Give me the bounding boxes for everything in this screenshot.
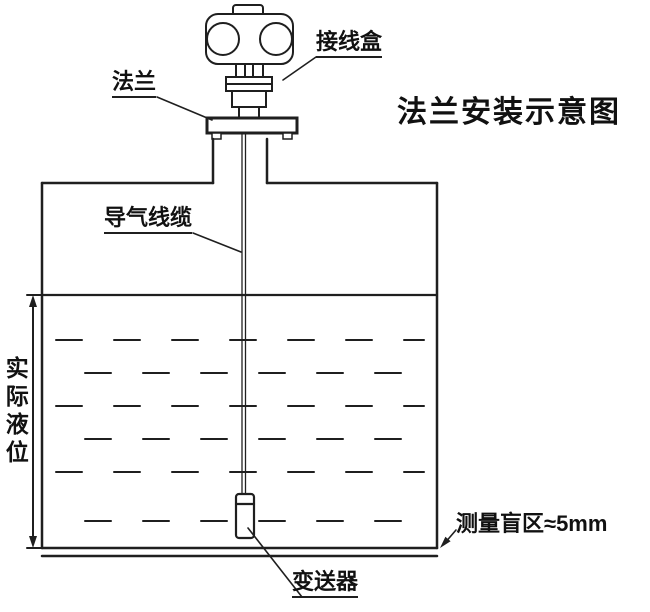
flange-bolt-right xyxy=(282,132,293,140)
air-guide-cable xyxy=(241,133,247,495)
dimension-arrow-up xyxy=(29,295,37,307)
flange-plate xyxy=(205,116,299,140)
diagram-title: 法兰安装示意图 xyxy=(397,96,621,129)
junction-box-label: 接线盒 xyxy=(316,29,383,59)
blind-zone-label: 测量盲区≈5mm xyxy=(456,511,608,536)
tank-nozzle xyxy=(211,137,269,185)
head-stem xyxy=(238,106,260,119)
head-right-cap xyxy=(259,22,293,56)
air-cable-label: 导气线缆 xyxy=(104,205,193,235)
flange-bolt-left xyxy=(211,132,222,140)
level-dimension xyxy=(26,294,43,549)
transmitter-leader xyxy=(247,527,303,598)
blind-zone-arrowhead xyxy=(440,536,451,548)
liquid-dashes xyxy=(55,339,425,522)
transmitter-label: 变送器 xyxy=(292,569,359,599)
cable-leader xyxy=(192,232,242,253)
head-adapter xyxy=(231,90,267,108)
junction-box-leader xyxy=(282,56,317,81)
flange-label: 法兰 xyxy=(112,69,157,99)
dimension-arrow-down xyxy=(29,536,37,548)
probe-transmitter xyxy=(234,492,256,540)
head-neck xyxy=(235,63,264,78)
tank-outline xyxy=(40,181,439,558)
actual-level-label: 实际液位 xyxy=(2,356,29,468)
head-left-cap xyxy=(206,22,240,56)
leader-lines xyxy=(156,56,457,598)
transmitter-head xyxy=(205,4,294,119)
flange-leader xyxy=(156,96,213,121)
